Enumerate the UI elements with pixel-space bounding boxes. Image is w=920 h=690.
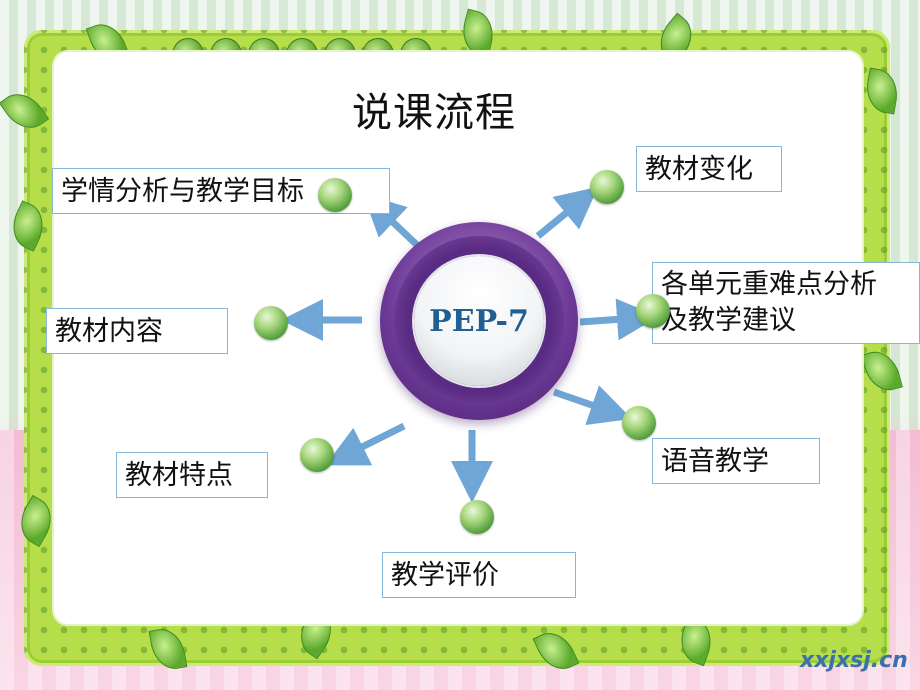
green-ball-icon [622, 406, 656, 440]
hub-center: PEP-7 [414, 256, 544, 386]
topic-label: 教材特点 [125, 460, 233, 491]
green-ball-icon [636, 294, 670, 328]
topic-label-line2: 及教学建议 [661, 305, 796, 336]
green-ball-icon [460, 500, 494, 534]
arrow-top-left [362, 193, 421, 249]
topic-box-lower-right: 语音教学 [652, 438, 820, 484]
arrow-top-right [535, 186, 599, 239]
arrow-lower-right [552, 385, 632, 426]
green-ball-icon [254, 306, 288, 340]
topic-label: 教学评价 [391, 560, 499, 591]
hub-ring: PEP-7 [394, 236, 564, 406]
watermark: xxjxsj.cn [800, 648, 908, 673]
topic-label: 教材内容 [55, 316, 163, 347]
topic-label-line1: 各单元重难点分析 [661, 269, 877, 300]
hub-label: PEP-7 [429, 303, 529, 339]
topic-box-top-right: 教材变化 [636, 146, 782, 192]
arrow-lower-left [325, 422, 406, 466]
slide-title: 说课流程 [352, 90, 516, 136]
topic-box-lower-left: 教材特点 [116, 452, 268, 498]
hub-circle: PEP-7 [380, 222, 578, 420]
topic-box-left: 教材内容 [46, 308, 228, 354]
topic-label: 语音教学 [661, 446, 769, 477]
topic-label: 学情分析与教学目标 [61, 176, 304, 207]
topic-box-right: 各单元重难点分析 及教学建议 [652, 262, 920, 344]
arrow-right [579, 298, 659, 341]
green-ball-icon [300, 438, 334, 472]
green-ball-icon [590, 170, 624, 204]
topic-label: 教材变化 [645, 154, 753, 185]
green-ball-icon [318, 178, 352, 212]
topic-box-bottom: 教学评价 [382, 552, 576, 598]
